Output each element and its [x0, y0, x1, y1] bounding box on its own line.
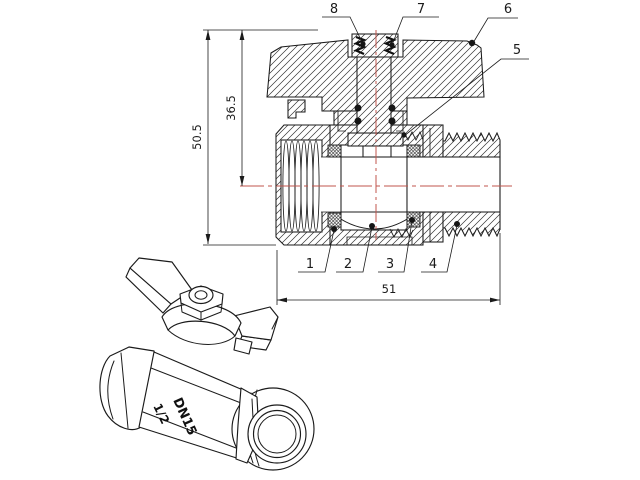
ball-bottom-arc [335, 215, 413, 230]
ball-chamber [340, 144, 408, 231]
stem-oring [388, 104, 396, 112]
iso-bore [252, 409, 302, 459]
iso-view: 1/2 DN15 [99, 257, 315, 471]
callout-5: 5 [401, 43, 529, 138]
dim-overall-length-label: 51 [382, 282, 397, 296]
seat-bottom-left [327, 212, 342, 228]
seat-top-right [406, 144, 421, 158]
stem-section [356, 52, 392, 134]
iso-handle-tab [233, 337, 253, 355]
callout-1: 1 [298, 226, 337, 273]
callout-3: 3 [378, 217, 415, 273]
iso-stem-nut [179, 285, 224, 321]
callout-5-label: 5 [513, 43, 521, 58]
iso-handle-right-wing-top [233, 306, 279, 341]
male-thread-bottom [442, 211, 501, 238]
callout-4-label: 4 [429, 257, 437, 272]
callout-4: 4 [421, 221, 460, 273]
left-bore [321, 157, 341, 212]
body-bottom-step [346, 236, 413, 245]
gland-steps [337, 111, 404, 132]
seat-top-left [327, 144, 342, 158]
body-lug [287, 99, 306, 119]
callout-8-label: 8 [330, 2, 338, 17]
callout-7-label: 7 [417, 2, 425, 17]
dimension-overall-length: 51 [276, 233, 501, 305]
callout-7: 7 [389, 2, 439, 48]
callout-2-label: 2 [344, 257, 352, 272]
dim-center-height-label: 36.5 [224, 95, 238, 121]
male-bore [406, 156, 501, 213]
callout-8: 8 [322, 2, 366, 47]
stem-oring [388, 117, 396, 125]
stem-spring-left [353, 35, 367, 56]
stem-oring [354, 117, 362, 125]
dimension-overall-height: 50.5 [190, 29, 318, 246]
callout-1-label: 1 [306, 257, 314, 272]
dimension-center-height: 36.5 [224, 30, 245, 186]
callout-2: 2 [336, 223, 375, 273]
dim-overall-height-label: 50.5 [190, 124, 204, 150]
section-view: 50.5 36.5 51 1 2 3 [190, 2, 529, 305]
callout-6: 6 [468, 2, 518, 47]
callout-6-label: 6 [504, 2, 512, 17]
stem-oring [354, 104, 362, 112]
joint-thread-top [399, 130, 424, 141]
ball-slot [362, 145, 392, 158]
callout-3-label: 3 [386, 257, 394, 272]
male-thread-top [442, 131, 501, 158]
